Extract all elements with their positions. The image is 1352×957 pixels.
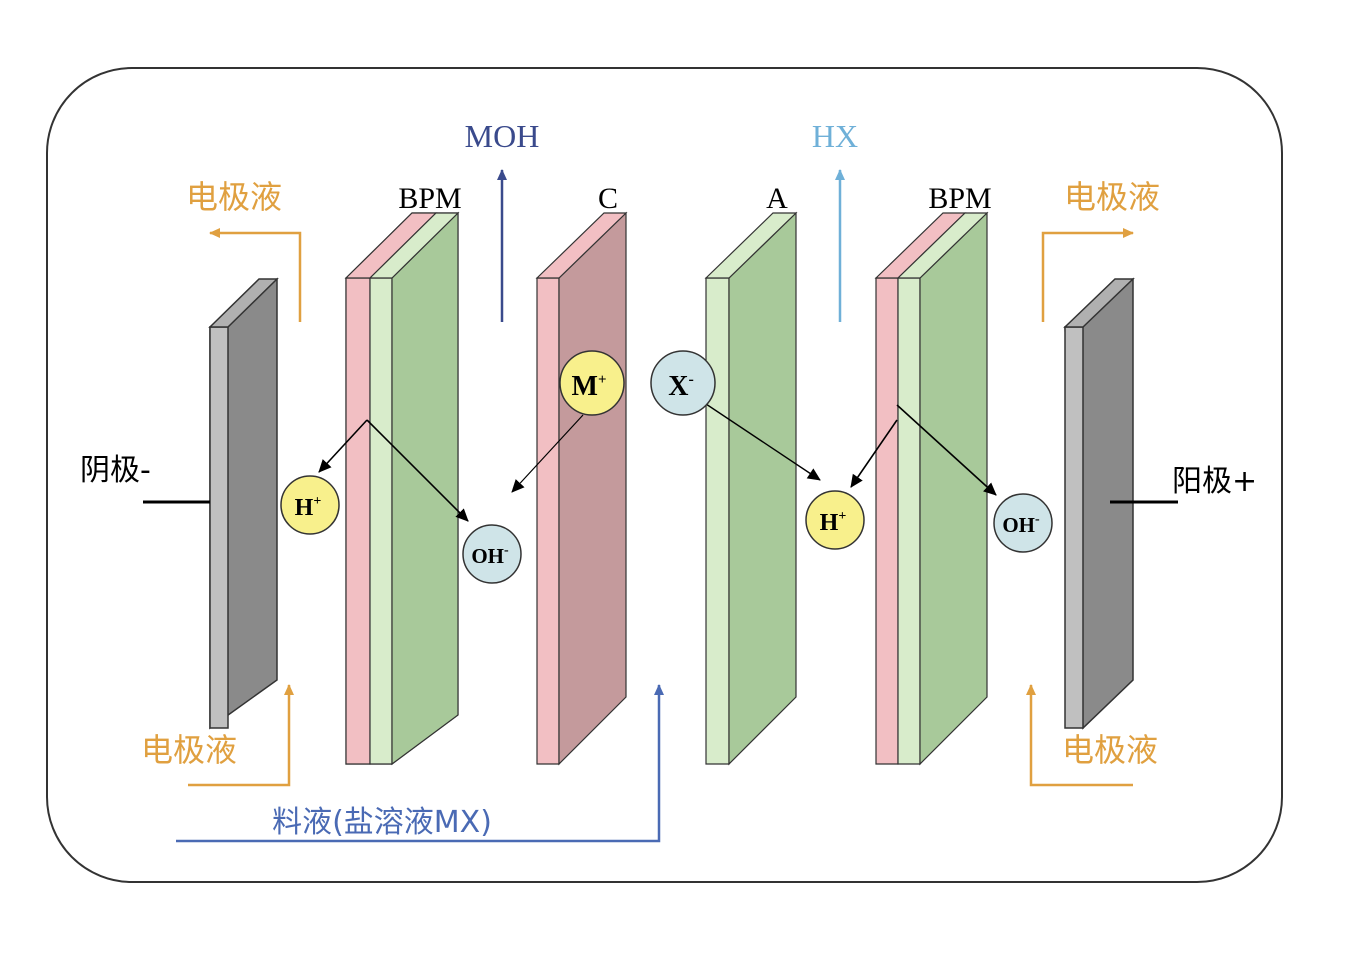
ion-x-base: X: [668, 371, 688, 402]
oh-migration-arrow-right: [896, 404, 997, 496]
cathode-electrode: [208, 277, 279, 730]
ion-m-sup: +: [598, 372, 607, 388]
label-electrolyte-bottom-left: 电极液: [141, 731, 237, 769]
h-migration-arrow-left: [318, 419, 368, 473]
ion-m-base: M: [572, 371, 598, 402]
anode-electrode: [1063, 277, 1135, 730]
label-cation-membrane: C: [598, 182, 618, 215]
label-electrolyte-top-right: 电极液: [1064, 178, 1160, 216]
bipolar-membrane-right: [874, 211, 989, 766]
label-bpm-right: BPM: [928, 182, 991, 215]
electrolyte-out-arrow-right: [1041, 228, 1134, 322]
svg-text:M+: M+: [572, 371, 607, 402]
ion-h-right-sup: +: [838, 509, 846, 524]
electrolyte-in-arrow-left: [188, 684, 294, 787]
ion-h-plus-right: H+: [805, 490, 865, 550]
svg-text:H+: H+: [295, 494, 322, 521]
label-anode: 阳极+: [1172, 464, 1257, 499]
ion-oh-minus-left: OH-: [462, 524, 522, 584]
ion-h-right-base: H: [820, 510, 839, 536]
x-migration-arrow: [699, 399, 821, 481]
svg-text:X-: X-: [668, 371, 694, 402]
label-cathode: 阴极-: [80, 453, 151, 488]
label-feed: 料液(盐溶液MX): [272, 805, 492, 840]
label-electrolyte-top-left: 电极液: [186, 178, 282, 216]
ion-x-minus: X-: [650, 350, 716, 416]
feed-inflow-arrow: [176, 684, 664, 843]
ion-oh-right-base: OH: [1002, 513, 1035, 537]
ion-oh-minus-right: OH-: [993, 493, 1053, 553]
ion-m-plus: M+: [559, 350, 625, 416]
ion-h-left-sup: +: [313, 494, 321, 509]
ion-oh-left-base: OH: [471, 544, 504, 568]
anion-membrane: [704, 211, 798, 766]
svg-text:OH-: OH-: [1002, 512, 1040, 537]
label-moh: MOH: [465, 118, 540, 154]
electrolyte-out-arrow-left: [209, 228, 302, 322]
ion-h-left-base: H: [295, 495, 314, 521]
electrolyte-in-arrow-right: [1026, 684, 1133, 787]
svg-text:OH-: OH-: [471, 543, 509, 568]
label-anion-membrane: A: [766, 182, 788, 215]
h-migration-arrow-right: [850, 419, 898, 488]
bipolar-membrane-left: [344, 211, 460, 766]
m-migration-arrow: [511, 414, 584, 493]
ion-oh-left-sup: -: [504, 543, 509, 558]
label-hx: HX: [812, 118, 858, 154]
ion-h-plus-left: H+: [280, 475, 340, 535]
oh-migration-arrow-left: [366, 419, 469, 522]
svg-text:H+: H+: [820, 509, 847, 536]
label-electrolyte-bottom-right: 电极液: [1062, 731, 1158, 769]
label-bpm-left: BPM: [398, 182, 461, 215]
ion-oh-right-sup: -: [1035, 512, 1040, 527]
cation-membrane: [535, 211, 628, 766]
ion-x-sup: -: [688, 371, 693, 388]
